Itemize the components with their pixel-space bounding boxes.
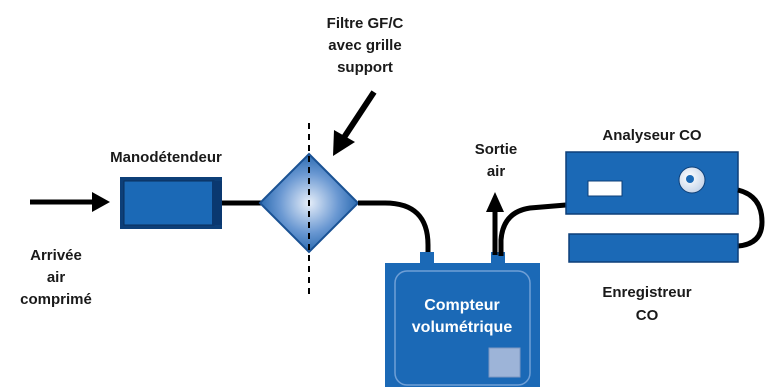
pipe-analyzer-recorder	[737, 187, 765, 249]
pressure-regulator	[120, 177, 222, 229]
co-recorder	[568, 233, 739, 263]
analyzer-label: Analyseur CO	[602, 127, 702, 144]
recorder-label-line2: CO	[636, 307, 659, 324]
meter-label-line2: volumétrique	[412, 319, 513, 336]
filter-pointer-arrow	[333, 90, 377, 156]
recorder-label-line1: Enregistreur	[602, 284, 691, 301]
outlet-label-line1: Sortie	[475, 141, 518, 158]
volumetric-meter: Compteur volumétrique	[385, 252, 540, 387]
filter-label-line3: support	[337, 59, 393, 76]
filter-label-line2: avec grille	[328, 37, 401, 54]
meter-button	[488, 347, 521, 378]
inlet-arrow	[30, 192, 110, 212]
inlet-label-line3: comprimé	[20, 291, 92, 308]
pipe-filter-meter	[358, 200, 431, 256]
inlet-label-line2: air	[47, 269, 66, 286]
filter-label-line1: Filtre GF/C	[327, 15, 404, 32]
meter-label-line1: Compteur	[424, 297, 500, 314]
co-analyzer	[565, 151, 739, 215]
outlet-label-line2: air	[487, 163, 506, 180]
pipe-meter-analyzer	[498, 202, 567, 256]
outlet-arrow	[486, 192, 504, 255]
analyzer-display	[587, 180, 623, 197]
regulator-label: Manodétendeur	[110, 149, 222, 166]
inlet-label-line1: Arrivée	[30, 247, 82, 264]
